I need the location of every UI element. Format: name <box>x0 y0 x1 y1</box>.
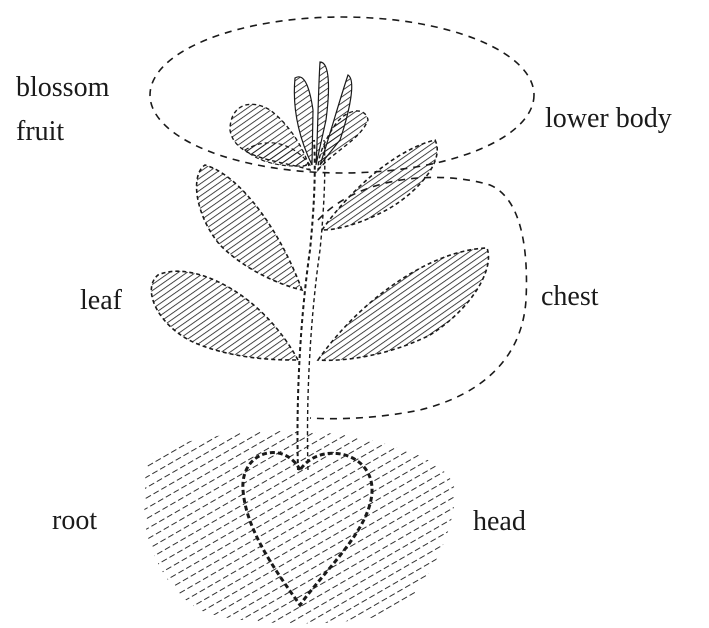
blossom-flower <box>230 62 368 170</box>
leaf-left-upper <box>197 165 302 290</box>
label-leaf: leaf <box>80 285 122 317</box>
leaf-right-upper <box>322 140 437 230</box>
leaf-right-lower <box>318 248 488 360</box>
soil <box>130 420 470 628</box>
label-fruit: fruit <box>16 116 64 148</box>
stem <box>298 140 315 470</box>
label-root: root <box>52 505 97 537</box>
leaf-left-lower <box>151 271 298 360</box>
label-lower-body: lower body <box>545 103 672 135</box>
label-chest: chest <box>541 281 599 313</box>
label-blossom: blossom <box>16 72 109 104</box>
label-head: head <box>473 506 526 538</box>
